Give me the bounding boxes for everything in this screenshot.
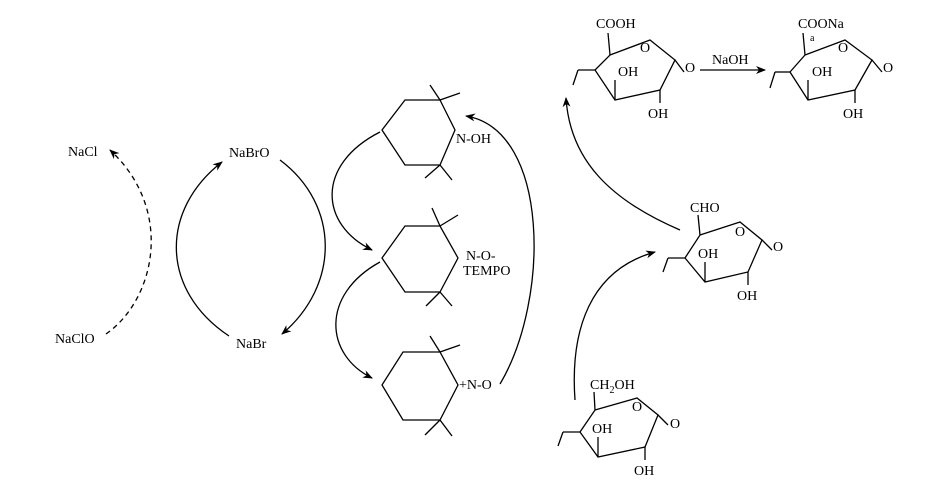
- alcohol-group-label: CH2OH: [590, 378, 635, 396]
- salt-oh2: OH: [843, 107, 863, 122]
- sugar-primary-alcohol: CH2OH O O OH OH: [557, 378, 680, 479]
- carboxyl-oh1: OH: [618, 65, 638, 80]
- alcohol-oh1: OH: [592, 422, 612, 437]
- nabr-label: NaBr: [236, 337, 267, 352]
- aldehyde-link-o: O: [773, 240, 783, 255]
- arrow-aldehyde-to-carboxyl: [562, 97, 681, 231]
- arrow-radical-to-oxoammonium: [335, 261, 381, 379]
- carboxyl-ring-o: O: [640, 41, 650, 56]
- nabro-label: NaBrO: [229, 146, 269, 161]
- arrow-nabro-to-nabr: [279, 159, 326, 335]
- aldehyde-ring-o: O: [735, 225, 745, 240]
- alcohol-link-o: O: [670, 417, 680, 432]
- salt-mark-a: a: [810, 33, 815, 44]
- carboxyl-oh2: OH: [648, 107, 668, 122]
- carboxyl-link-o: O: [685, 61, 695, 76]
- dashed-arrow-naclo-to-nacl: [105, 149, 152, 335]
- aldehyde-group-label: CHO: [690, 201, 720, 216]
- arrow-alcohol-to-aldehyde: [573, 250, 656, 401]
- sugar-aldehyde: CHO O O OH OH: [662, 201, 783, 304]
- salt-link-o: O: [883, 61, 893, 76]
- alcohol-ring-o: O: [632, 400, 642, 415]
- salt-oh1: OH: [812, 65, 832, 80]
- tempo-hydroxylamine-structure: N-OH: [381, 84, 491, 181]
- aldehyde-oh1: OH: [698, 247, 718, 262]
- arrow-oxoammonium-to-hydroxylamine: [465, 113, 535, 385]
- radical-label-line1: N-O-: [466, 249, 496, 264]
- radical-label-line2: TEMPO: [463, 264, 510, 279]
- alcohol-oh2: OH: [634, 464, 654, 479]
- tempo-radical-structure: N-O- TEMPO: [381, 207, 510, 307]
- arrow-nabr-to-nabro: [175, 161, 230, 337]
- salt-ring-o: O: [838, 41, 848, 56]
- carboxyl-group-label: COOH: [596, 17, 636, 32]
- arrow-hydroxylamine-to-radical: [331, 131, 381, 251]
- sugar-sodium-carboxylate: COONa a O O OH OH: [769, 17, 893, 122]
- naoh-label: NaOH: [712, 53, 749, 68]
- nacl-label: NaCl: [68, 145, 98, 160]
- aldehyde-oh2: OH: [737, 289, 757, 304]
- naclo-label: NaClO: [55, 332, 95, 347]
- salt-group-label: COONa: [798, 17, 845, 32]
- sugar-carboxylic-acid: COOH O O OH OH: [572, 17, 695, 122]
- tempo-oxoammonium-structure: +N-O: [381, 335, 492, 437]
- hydroxylamine-label: N-OH: [456, 132, 491, 147]
- oxoammonium-label: +N-O: [459, 378, 492, 393]
